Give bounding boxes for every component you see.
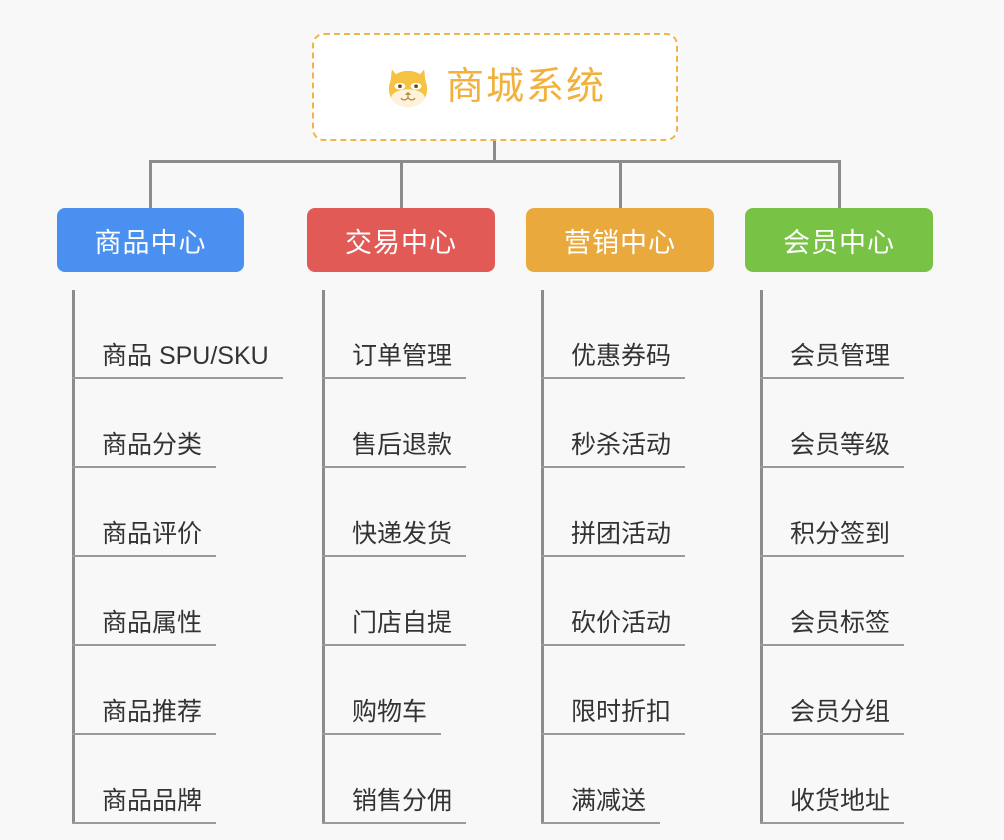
- connector-drop-marketing-center: [619, 160, 622, 210]
- leaf-item[interactable]: 会员标签: [760, 557, 933, 646]
- connector-drop-member-center: [838, 160, 841, 210]
- leaf-item-label: 商品 SPU/SKU: [72, 342, 283, 379]
- leaf-item-label: 购物车: [322, 698, 442, 735]
- leaf-item[interactable]: 快递发货: [322, 468, 495, 557]
- leaf-item[interactable]: 商品属性: [72, 557, 283, 646]
- leaf-item-label: 商品评价: [72, 520, 217, 557]
- leaf-item-label: 限时折扣: [541, 698, 686, 735]
- leaf-item[interactable]: 收货地址: [760, 735, 933, 824]
- leaf-item-label: 销售分佣: [322, 787, 467, 824]
- leaf-item-label: 会员等级: [760, 431, 905, 468]
- leaf-item[interactable]: 砍价活动: [541, 557, 714, 646]
- leaf-item[interactable]: 会员分组: [760, 646, 933, 735]
- leaf-item[interactable]: 商品分类: [72, 379, 283, 468]
- connector-root-stem: [493, 141, 496, 163]
- leaf-spine: [72, 290, 75, 824]
- leaf-item-label: 商品分类: [72, 431, 217, 468]
- leaf-spine: [760, 290, 763, 824]
- leaf-item-label: 积分签到: [760, 520, 905, 557]
- leaf-item-label: 拼团活动: [541, 520, 686, 557]
- connector-drop-product-center: [149, 160, 152, 210]
- leaf-stack-marketing-center: 优惠券码秒杀活动拼团活动砍价活动限时折扣满减送: [526, 290, 714, 824]
- leaf-spine: [541, 290, 544, 824]
- leaf-stack-member-center: 会员管理会员等级积分签到会员标签会员分组收货地址: [745, 290, 933, 824]
- leaf-item-label: 满减送: [541, 787, 661, 824]
- category-box-marketing-center[interactable]: 营销中心: [526, 208, 714, 272]
- leaf-item-label: 收货地址: [760, 787, 905, 824]
- leaf-item-label: 订单管理: [322, 342, 467, 379]
- leaf-item[interactable]: 商品 SPU/SKU: [72, 290, 283, 379]
- leaf-item[interactable]: 限时折扣: [541, 646, 714, 735]
- leaf-item-label: 商品属性: [72, 609, 217, 646]
- leaf-item-label: 会员标签: [760, 609, 905, 646]
- leaf-item-label: 商品推荐: [72, 698, 217, 735]
- leaf-item[interactable]: 购物车: [322, 646, 495, 735]
- column-trade-center: 交易中心 订单管理售后退款快递发货门店自提购物车销售分佣: [307, 208, 495, 824]
- leaf-item-label: 会员管理: [760, 342, 905, 379]
- leaf-item[interactable]: 满减送: [541, 735, 714, 824]
- leaf-item[interactable]: 积分签到: [760, 468, 933, 557]
- leaf-item-label: 商品品牌: [72, 787, 217, 824]
- column-member-center: 会员中心 会员管理会员等级积分签到会员标签会员分组收货地址: [745, 208, 933, 824]
- leaf-item[interactable]: 拼团活动: [541, 468, 714, 557]
- leaf-item-label: 砍价活动: [541, 609, 686, 646]
- leaf-item-label: 门店自提: [322, 609, 467, 646]
- leaf-item-label: 售后退款: [322, 431, 467, 468]
- shiba-dog-icon: [388, 69, 428, 107]
- leaf-item[interactable]: 售后退款: [322, 379, 495, 468]
- connector-horizontal-bus: [149, 160, 841, 163]
- column-marketing-center: 营销中心 优惠券码秒杀活动拼团活动砍价活动限时折扣满减送: [526, 208, 714, 824]
- leaf-item[interactable]: 商品评价: [72, 468, 283, 557]
- column-product-center: 商品中心 商品 SPU/SKU 商品分类商品评价商品属性商品推荐商品品牌: [57, 208, 283, 824]
- leaf-item[interactable]: 商品品牌: [72, 735, 283, 824]
- leaf-item-label: 优惠券码: [541, 342, 686, 379]
- leaf-item[interactable]: 会员管理: [760, 290, 933, 379]
- category-box-product-center[interactable]: 商品中心: [57, 208, 244, 272]
- category-box-member-center[interactable]: 会员中心: [745, 208, 933, 272]
- leaf-item[interactable]: 优惠券码: [541, 290, 714, 379]
- leaf-item[interactable]: 商品推荐: [72, 646, 283, 735]
- leaf-item[interactable]: 秒杀活动: [541, 379, 714, 468]
- leaf-spine: [322, 290, 325, 824]
- root-title: 商城系统: [445, 66, 606, 108]
- leaf-item[interactable]: 会员等级: [760, 379, 933, 468]
- leaf-item-label: 快递发货: [322, 520, 467, 557]
- leaf-stack-product-center: 商品 SPU/SKU 商品分类商品评价商品属性商品推荐商品品牌: [57, 290, 283, 824]
- leaf-item[interactable]: 门店自提: [322, 557, 495, 646]
- category-box-trade-center[interactable]: 交易中心: [307, 208, 495, 272]
- leaf-item-label: 秒杀活动: [541, 431, 686, 468]
- leaf-item[interactable]: 销售分佣: [322, 735, 495, 824]
- root-node[interactable]: 商城系统: [312, 33, 678, 141]
- connector-drop-trade-center: [400, 160, 403, 210]
- leaf-stack-trade-center: 订单管理售后退款快递发货门店自提购物车销售分佣: [307, 290, 495, 824]
- leaf-item[interactable]: 订单管理: [322, 290, 495, 379]
- leaf-item-label: 会员分组: [760, 698, 905, 735]
